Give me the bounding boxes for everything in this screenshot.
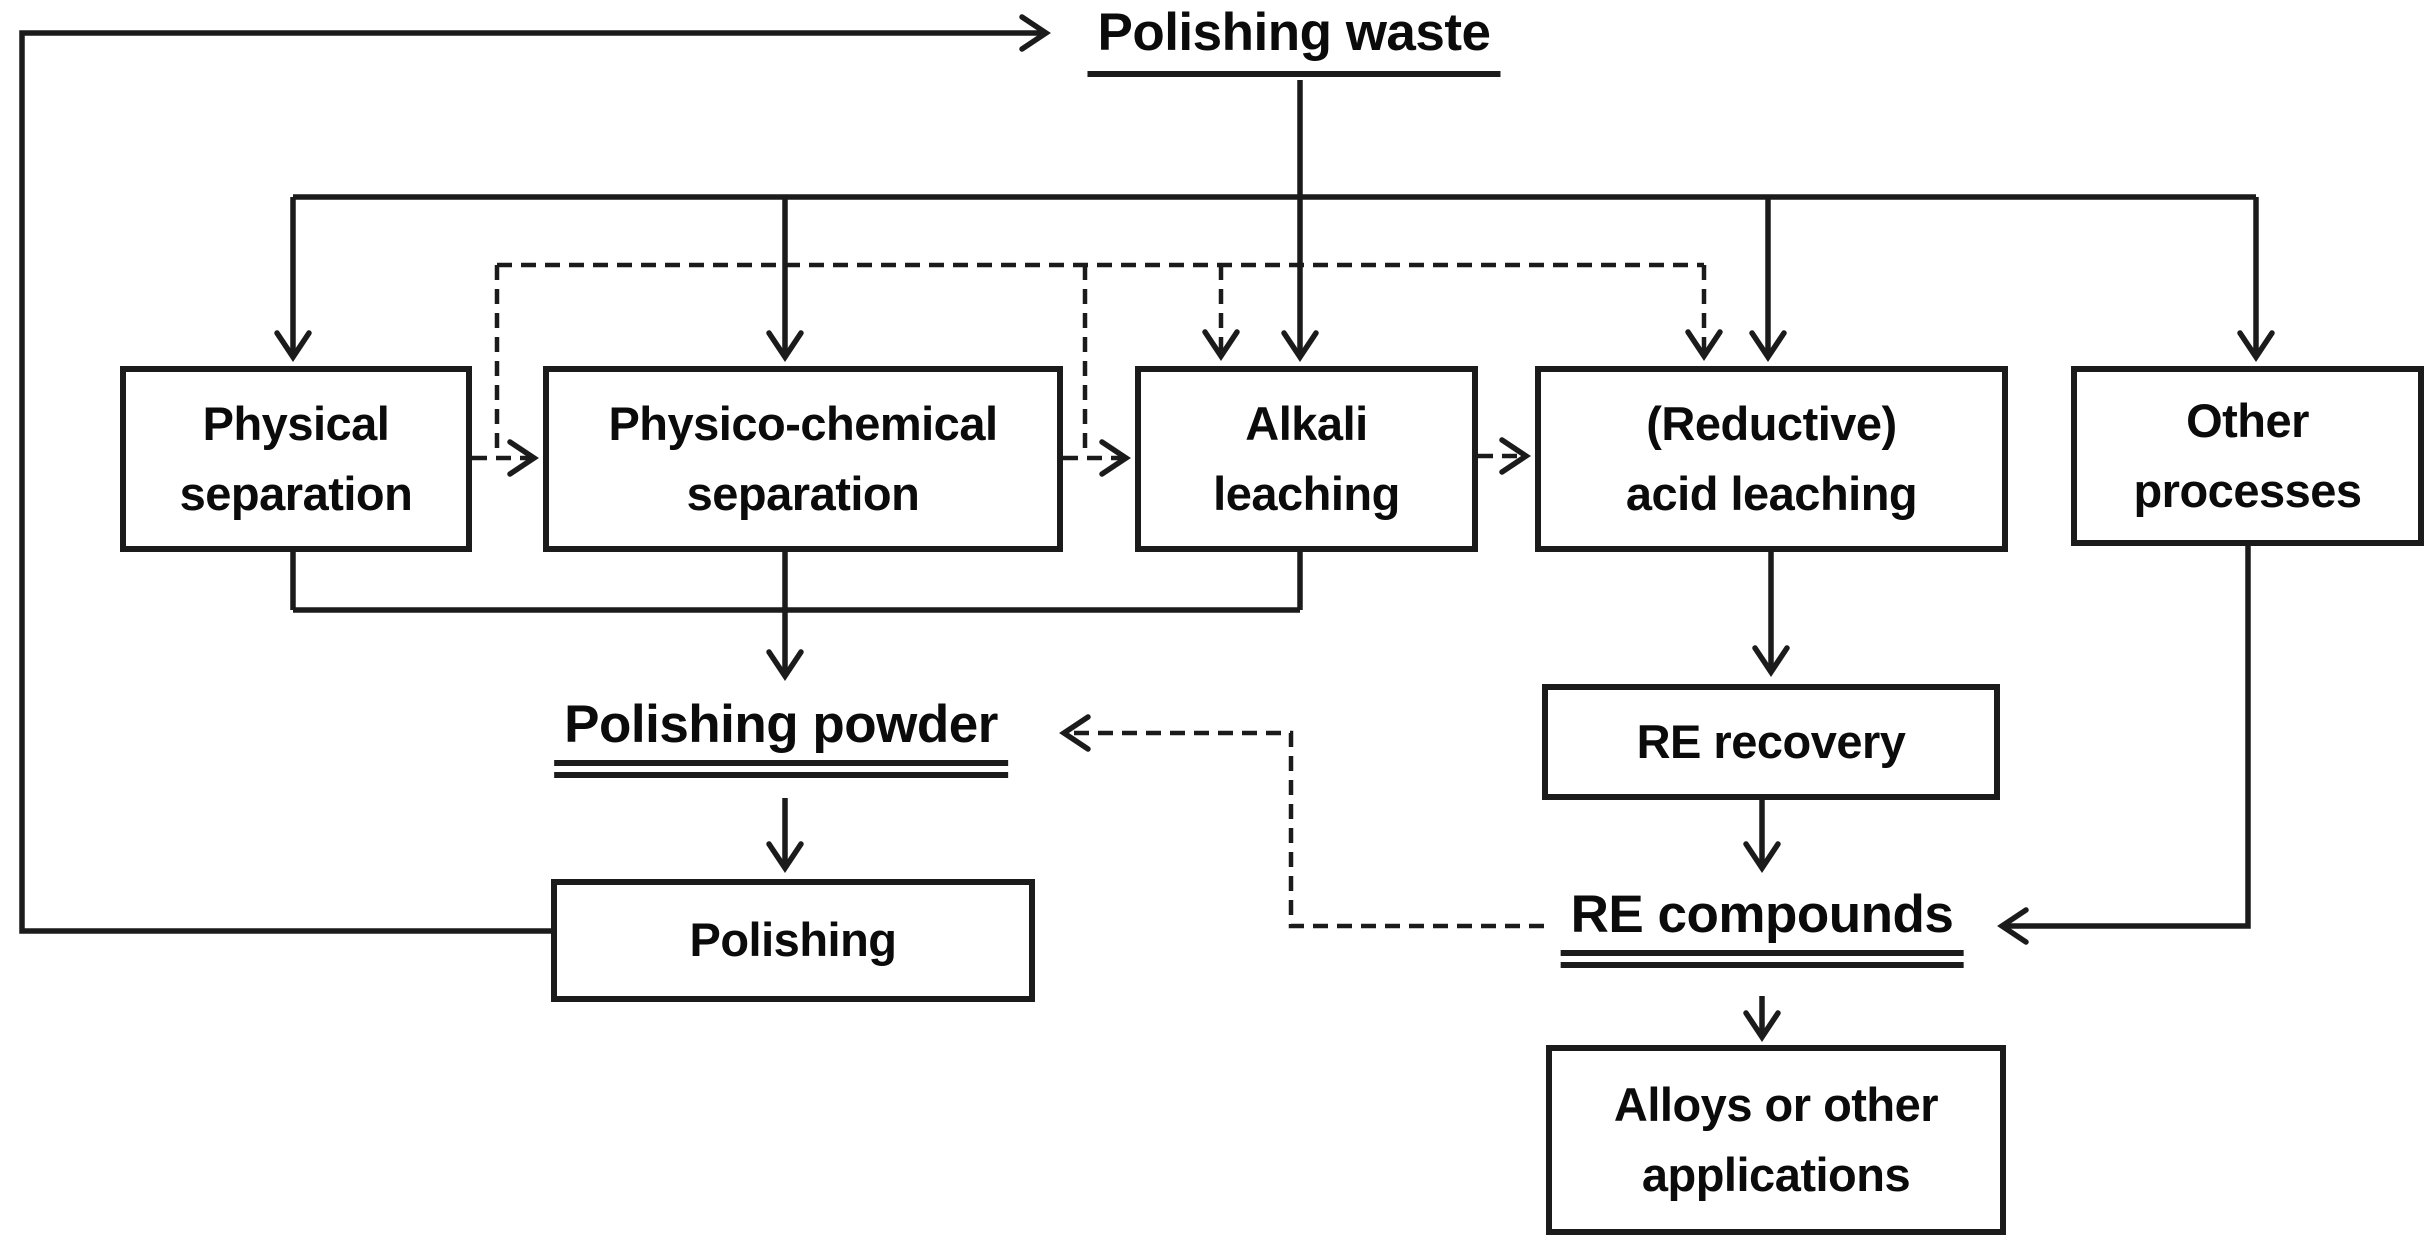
node-alkali-leaching: Alkali leaching [1135,366,1478,552]
node-polishing: Polishing [551,879,1035,1002]
edge-other-processes-to-re-compounds [1997,546,2251,945]
label-re-compounds-text: RE compounds [1570,885,1954,944]
node-text-line: Physico-chemical [608,396,998,450]
edge-re-compounds-to-polishing-powder-dashed [1059,714,1544,929]
node-physical-separation: Physical separation [120,366,472,552]
node-text-line: RE recovery [1636,714,1906,768]
node-text-line: Alkali [1245,396,1368,450]
top-distribution-bus [274,194,2275,362]
edge-polishing-to-polishing-waste [19,14,1051,934]
node-text-line: Physical [202,396,390,450]
node-text-line: separation [686,467,920,520]
node-physico-chemical-separation: Physico-chemical separation [543,366,1063,552]
node-text-line: Polishing [689,913,898,967]
node-text-line: (Reductive) [1646,396,1897,450]
collector-to-polishing-powder [290,552,1303,681]
node-text-line: processes [2133,464,2362,517]
label-polishing-powder: Polishing powder [554,694,1008,778]
node-text-line: leaching [1213,467,1400,520]
label-re-compounds: RE compounds [1560,884,1964,968]
node-reductive-acid-leaching: (Reductive) acid leaching [1535,366,2008,552]
node-re-recovery: RE recovery [1542,684,2000,800]
label-polishing-waste: Polishing waste [1087,2,1501,77]
node-text-line: Alloys or other [1613,1077,1939,1131]
node-text-line: separation [179,467,413,520]
label-polishing-waste-text: Polishing waste [1097,3,1491,62]
node-text-line: acid leaching [1625,467,1918,520]
node-text-line: applications [1641,1148,1911,1201]
label-polishing-powder-text: Polishing powder [564,695,998,754]
node-text-line: Other [2186,393,2309,447]
node-other-processes: Other processes [2071,366,2424,546]
dashed-bus [494,262,1723,452]
node-alloys-or-other-applications: Alloys or other applications [1546,1045,2006,1235]
